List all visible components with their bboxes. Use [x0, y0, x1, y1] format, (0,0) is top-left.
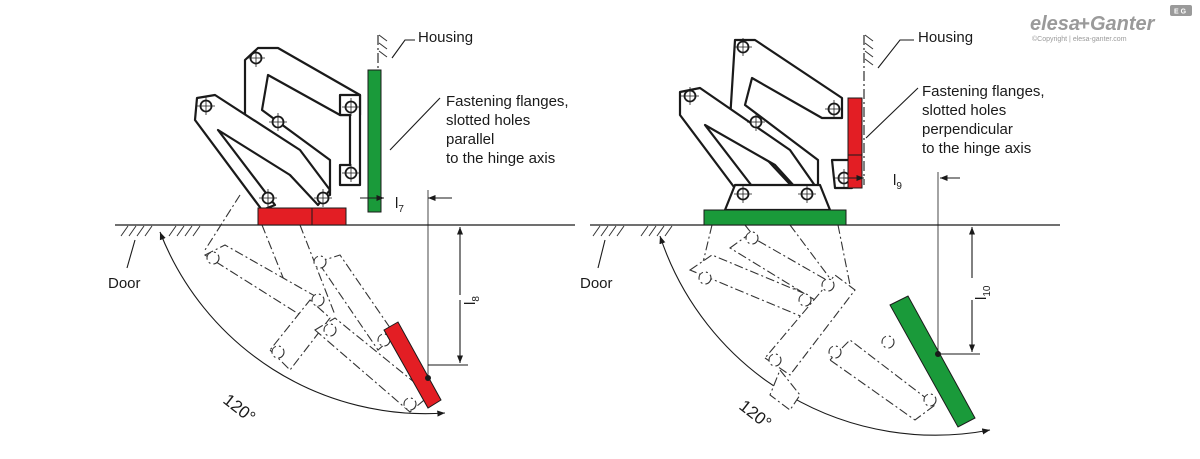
flanges-label-line-1: Fastening flanges, — [922, 83, 1045, 100]
hinge-links-closed — [678, 37, 854, 212]
logo-copyright: ©Copyright | elesa-ganter.com — [1032, 35, 1127, 43]
housing-hatching — [378, 34, 388, 58]
door-flange-open-red — [383, 321, 442, 409]
angle-label: 120° — [220, 390, 259, 427]
logo-badge: E G — [1174, 9, 1187, 16]
door-label: Door — [108, 275, 141, 292]
dim-l8-label: l8 — [462, 296, 482, 305]
door-flange-open-green — [889, 295, 976, 428]
flanges-leader — [865, 87, 919, 139]
flanges-label-line-4: to the hinge axis — [446, 150, 555, 167]
housing-leader — [391, 39, 415, 59]
dim-l10-label: l10 — [973, 285, 993, 300]
flanges-label-line-3: parallel — [446, 131, 494, 148]
flanges-label-line-1: Fastening flanges, — [446, 93, 569, 110]
dim-l7-label: l7 — [395, 195, 404, 215]
dim-l9-label: l9 — [893, 172, 902, 192]
housing-hatching — [864, 34, 874, 66]
logo-badge-box — [1170, 5, 1192, 16]
flanges-leader — [389, 97, 441, 151]
swing-arc — [159, 231, 446, 417]
right-hinge-diagram: 120° — [580, 29, 1060, 436]
door-leader — [597, 239, 606, 269]
flanges-label-line-3: perpendicular — [922, 121, 1013, 138]
logo-brand-left: elesa — [1030, 13, 1080, 35]
logo-brand-right: Ganter — [1090, 13, 1156, 35]
housing-label: Housing — [918, 29, 973, 46]
flanges-label-line-2: slotted holes — [446, 112, 530, 129]
ghost-linkage-open — [688, 224, 937, 421]
angle-label: 120° — [736, 396, 775, 433]
ghost-linkage-open — [203, 194, 431, 413]
hinge-links-closed — [193, 46, 362, 212]
elesa-ganter-logo: elesa + Ganter E G ©Copyright | elesa-ga… — [1030, 5, 1192, 43]
housing-flange-red — [847, 97, 863, 189]
door-label: Door — [580, 275, 613, 292]
door-hatching — [592, 225, 673, 237]
left-hinge-diagram: 120° — [108, 29, 575, 427]
housing-flange-green — [367, 69, 382, 213]
housing-leader — [877, 39, 914, 69]
door-flange-closed-green — [703, 209, 847, 226]
flanges-label-line-4: to the hinge axis — [922, 140, 1031, 157]
door-flange-closed-red — [257, 207, 347, 226]
housing-label: Housing — [418, 29, 473, 46]
flanges-label-line-2: slotted holes — [922, 102, 1006, 119]
door-leader — [126, 239, 136, 269]
logo-brand-plus: + — [1078, 13, 1090, 35]
